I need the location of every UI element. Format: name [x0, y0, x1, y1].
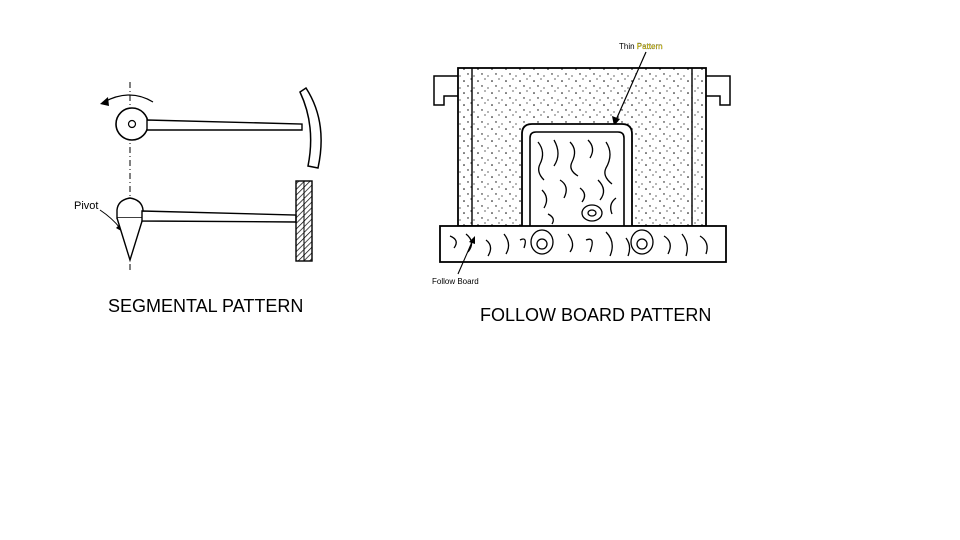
rotation-arrow-head — [100, 97, 109, 106]
flask-handle-left — [433, 75, 458, 106]
follow-board-leader — [457, 241, 473, 275]
pivot-label: Pivot — [74, 200, 98, 212]
follow-board-drawing: Thin Pattern — [432, 42, 731, 286]
follow-board-wood-grain — [449, 229, 708, 257]
segmental-pattern-figure: Pivot — [60, 80, 330, 280]
curved-segment-top — [299, 86, 322, 169]
follow-board-arrow-head — [469, 236, 475, 244]
bottom-sweep-arm — [141, 210, 297, 223]
follow-board-label: Follow Board — [432, 277, 479, 286]
segmental-pattern-drawing: Pivot — [74, 82, 322, 270]
spindle-cone — [116, 217, 144, 263]
follow-board-pattern-caption: FOLLOW BOARD PATTERN — [480, 305, 712, 325]
thin-pattern-label: Thin Pattern — [619, 42, 663, 51]
hub-hole — [127, 119, 137, 129]
spindle-head — [116, 197, 144, 219]
segmental-pattern-caption: SEGMENTAL PATTERN — [108, 296, 304, 316]
flask-handle-right — [706, 75, 731, 106]
top-sweep-arm — [146, 119, 303, 131]
follow-board-figure: Thin Pattern — [420, 30, 740, 295]
follow-board — [439, 225, 727, 263]
pattern-wood-grain — [537, 139, 617, 225]
rotation-arrow — [103, 94, 154, 103]
thin-pattern-inner — [529, 131, 625, 226]
